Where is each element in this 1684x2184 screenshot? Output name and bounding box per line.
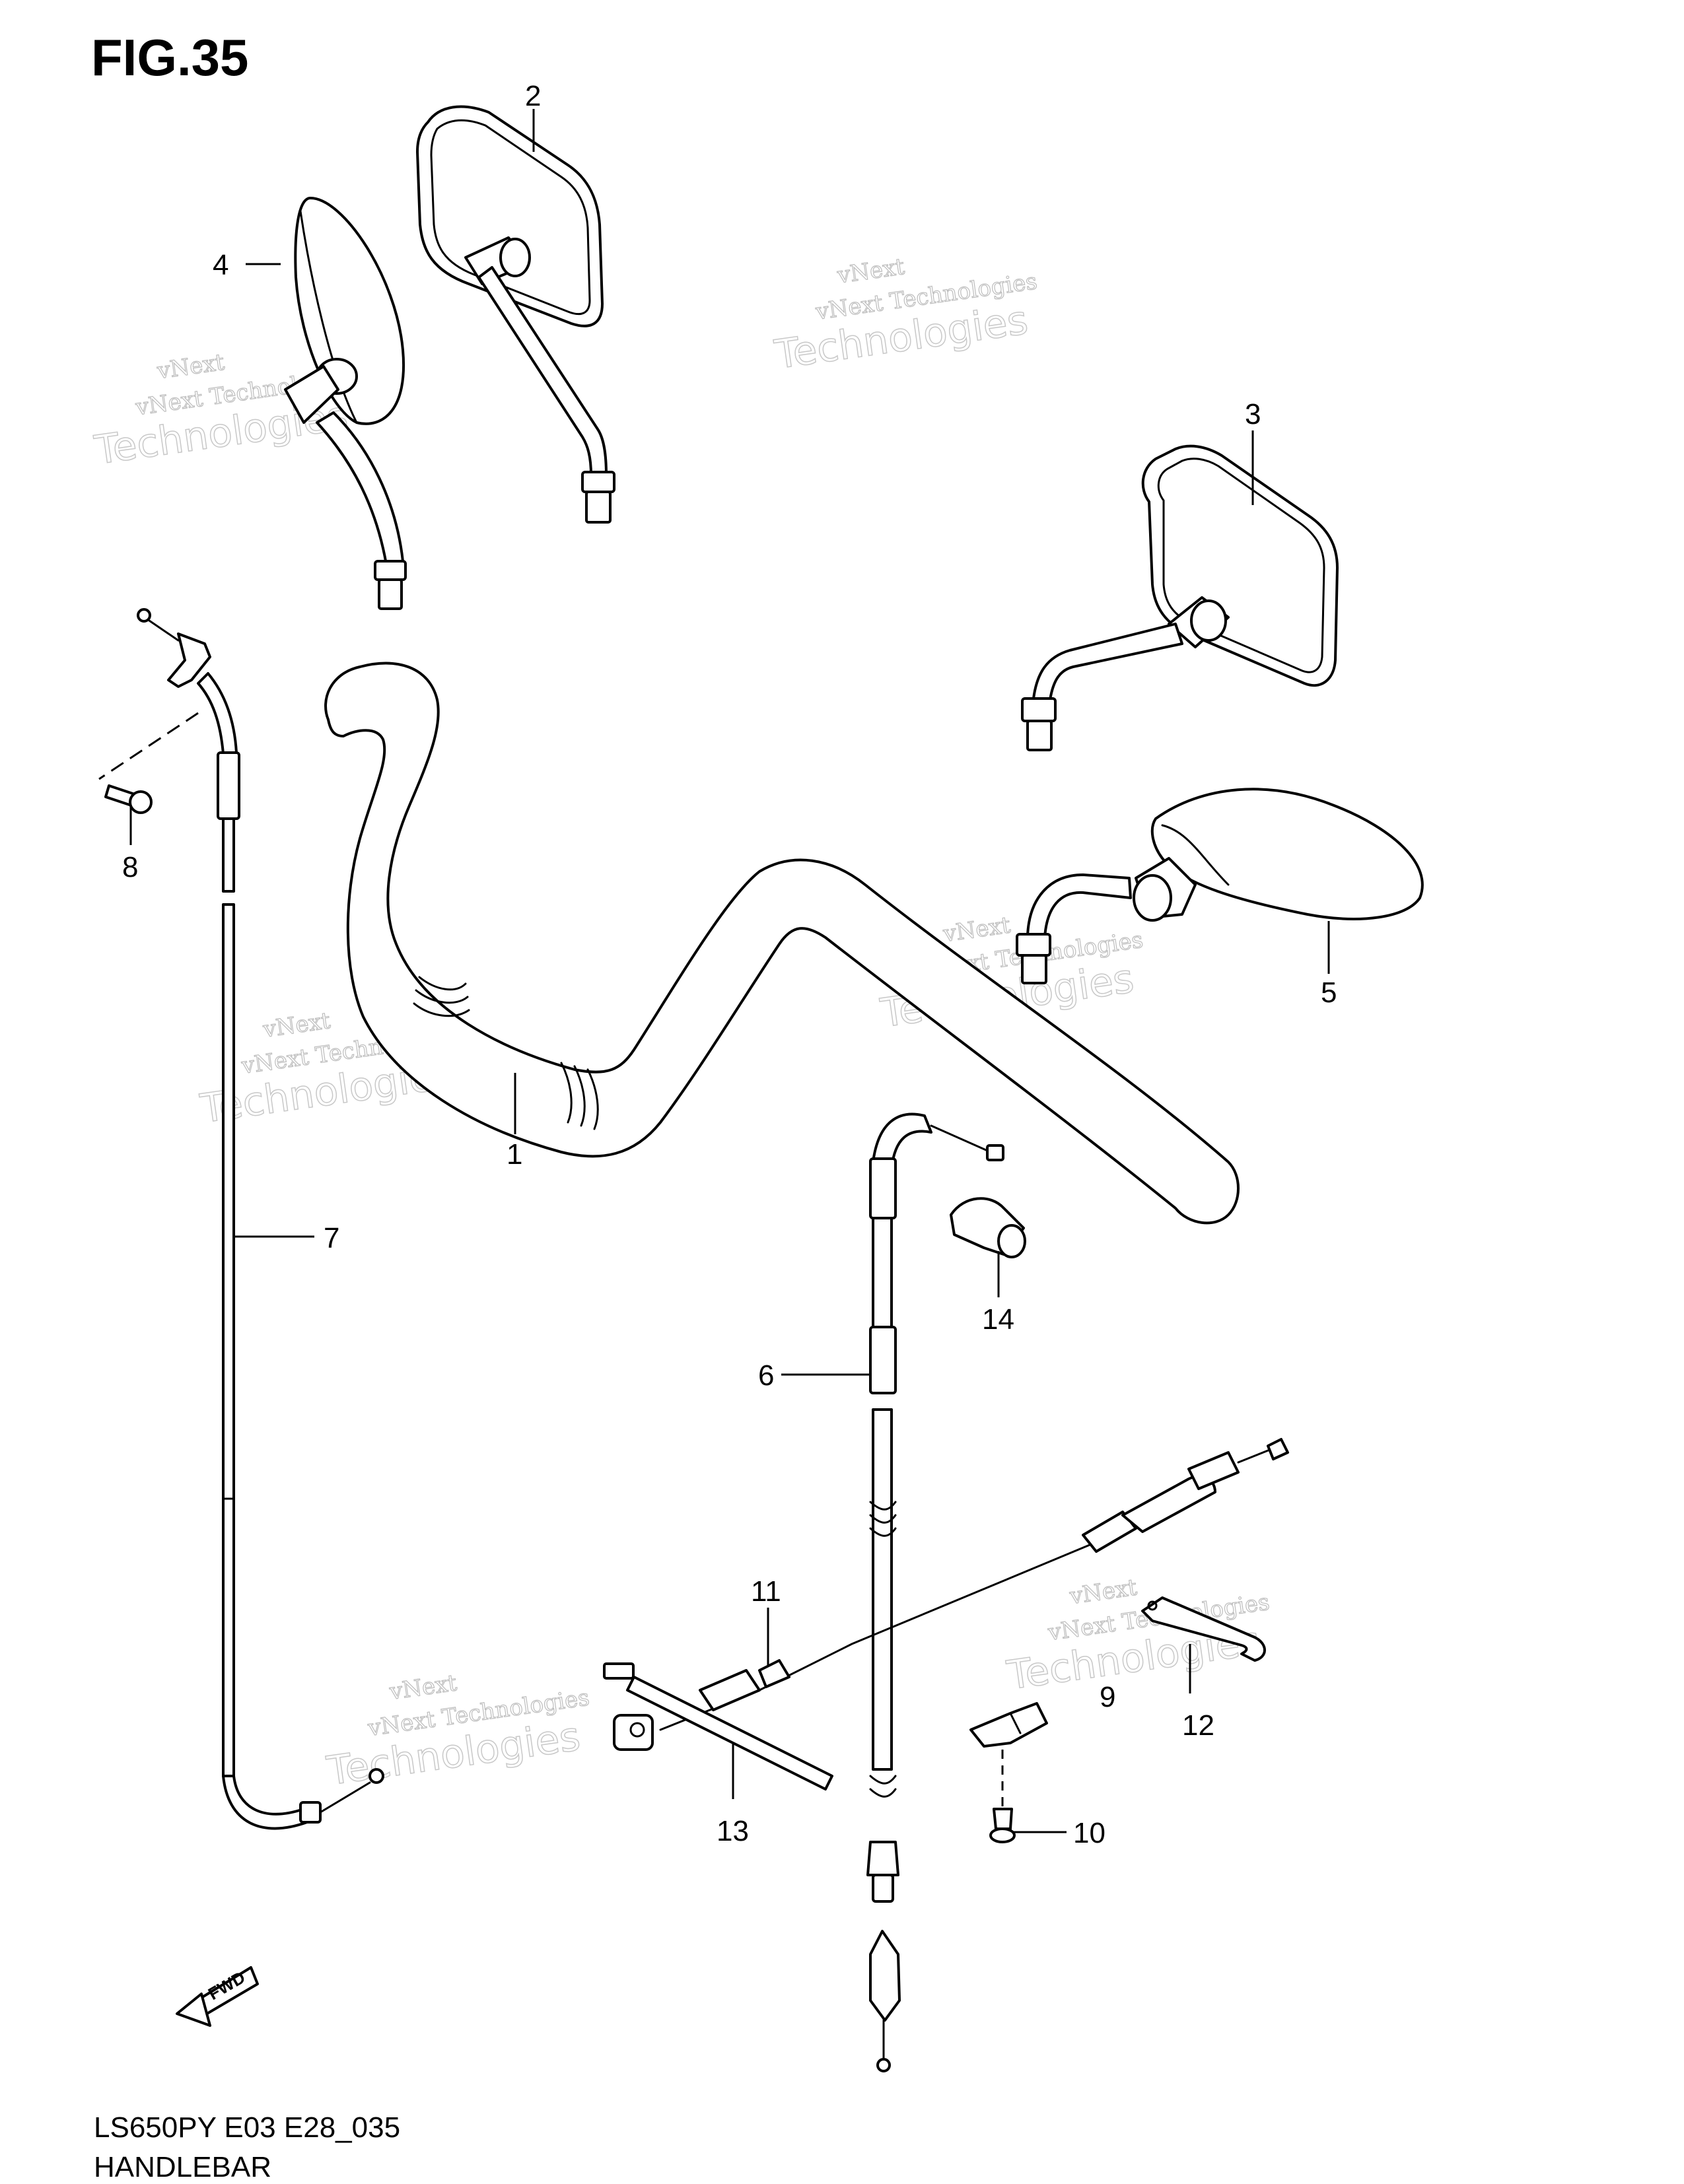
callout-10: 10	[1073, 1817, 1105, 1849]
watermark-line1: vNext	[941, 912, 1012, 947]
callout-1: 1	[507, 1138, 522, 1171]
callout-3: 3	[1245, 398, 1261, 430]
mirror-right-oval	[1016, 788, 1424, 984]
clutch-cable	[866, 1112, 1004, 2072]
cable-tie	[603, 1662, 833, 1791]
mirror-left-round	[284, 197, 407, 610]
fwd-arrow-icon: FWD	[176, 1966, 259, 2027]
callout-11: 11	[751, 1575, 781, 1608]
mirror-top-rectangular	[416, 105, 615, 524]
figure-title: FIG.35	[91, 28, 249, 86]
throttle-cable	[137, 608, 384, 1830]
callout-5: 5	[1321, 976, 1337, 1009]
callouts: 2 4 3 5 1 8 7 14 6 11 12 9 13 10	[122, 80, 1337, 1849]
watermark-line1: vNext	[388, 1670, 459, 1705]
bolt	[989, 1750, 1016, 1843]
watermark-line1: vNext	[835, 254, 907, 289]
handlebar	[324, 662, 1240, 1225]
callout-4: 4	[213, 249, 228, 281]
grommet	[950, 1197, 1026, 1258]
holder-strap	[1141, 1596, 1266, 1662]
callout-7: 7	[324, 1222, 339, 1254]
cable-clamp	[969, 1702, 1048, 1748]
callout-14: 14	[982, 1303, 1014, 1336]
callout-2: 2	[525, 80, 541, 112]
mirror-right-rectangular	[1021, 444, 1339, 751]
callout-8: 8	[122, 851, 138, 883]
model-code: LS650PY E03 E28_035	[94, 2111, 401, 2144]
callout-12: 12	[1182, 1709, 1214, 1742]
watermark-line1: vNext	[261, 1007, 332, 1043]
watermark-line1: vNext	[155, 349, 227, 385]
callout-9: 9	[1100, 1681, 1115, 1713]
cable-long	[613, 1438, 1289, 1751]
screw	[104, 784, 153, 814]
section-name: HANDLEBAR	[94, 2151, 271, 2183]
watermark-line1: vNext	[1068, 1574, 1139, 1610]
callout-6: 6	[758, 1359, 774, 1392]
callout-13: 13	[717, 1815, 749, 1847]
